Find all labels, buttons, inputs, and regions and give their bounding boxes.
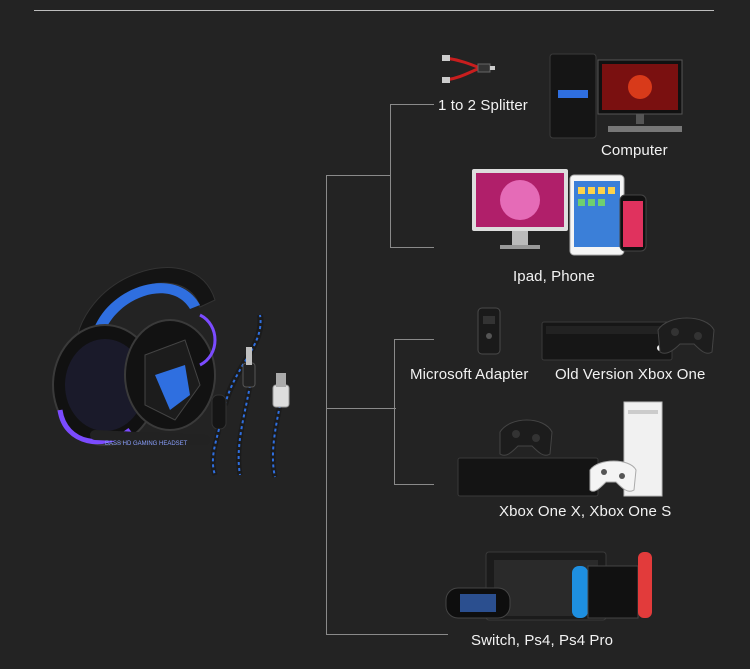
ipad-link-line [390, 247, 434, 248]
branch-top-line [326, 175, 390, 176]
headset-link-line [326, 408, 396, 409]
top-divider [34, 10, 714, 11]
computer-image [549, 53, 683, 139]
headset-text: BASS HD GAMING HEADSET [105, 441, 188, 447]
adapter-link-line [394, 339, 434, 340]
label-old-xbox-one: Old Version Xbox One [555, 366, 706, 383]
label-ipad-phone: Ipad, Phone [513, 268, 596, 285]
label-switch-ps4: Switch, Ps4, Ps4 Pro [471, 632, 614, 649]
switch-link-line [326, 634, 448, 635]
label-xbox-one-x-s: Xbox One X, Xbox One S [499, 503, 672, 520]
branch-top-trunk [390, 104, 391, 247]
splitter-link-line [390, 104, 434, 105]
ipad-phone-image [472, 169, 647, 256]
xbox-one-x-s-image [457, 401, 663, 497]
label-computer: Computer [601, 142, 668, 159]
splitter-cable-image [442, 55, 495, 83]
old-xbox-one-image [541, 317, 715, 361]
headset-image: BASS HD GAMING HEADSET [52, 267, 290, 478]
branch-mid-trunk [394, 339, 395, 484]
switch-ps4-image [445, 551, 652, 621]
label-microsoft-adapter: Microsoft Adapter [410, 366, 529, 383]
microsoft-adapter-image [477, 307, 501, 355]
main-trunk-line [326, 175, 327, 634]
xbox-xs-link-line [394, 484, 434, 485]
label-splitter: 1 to 2 Splitter [438, 97, 528, 114]
